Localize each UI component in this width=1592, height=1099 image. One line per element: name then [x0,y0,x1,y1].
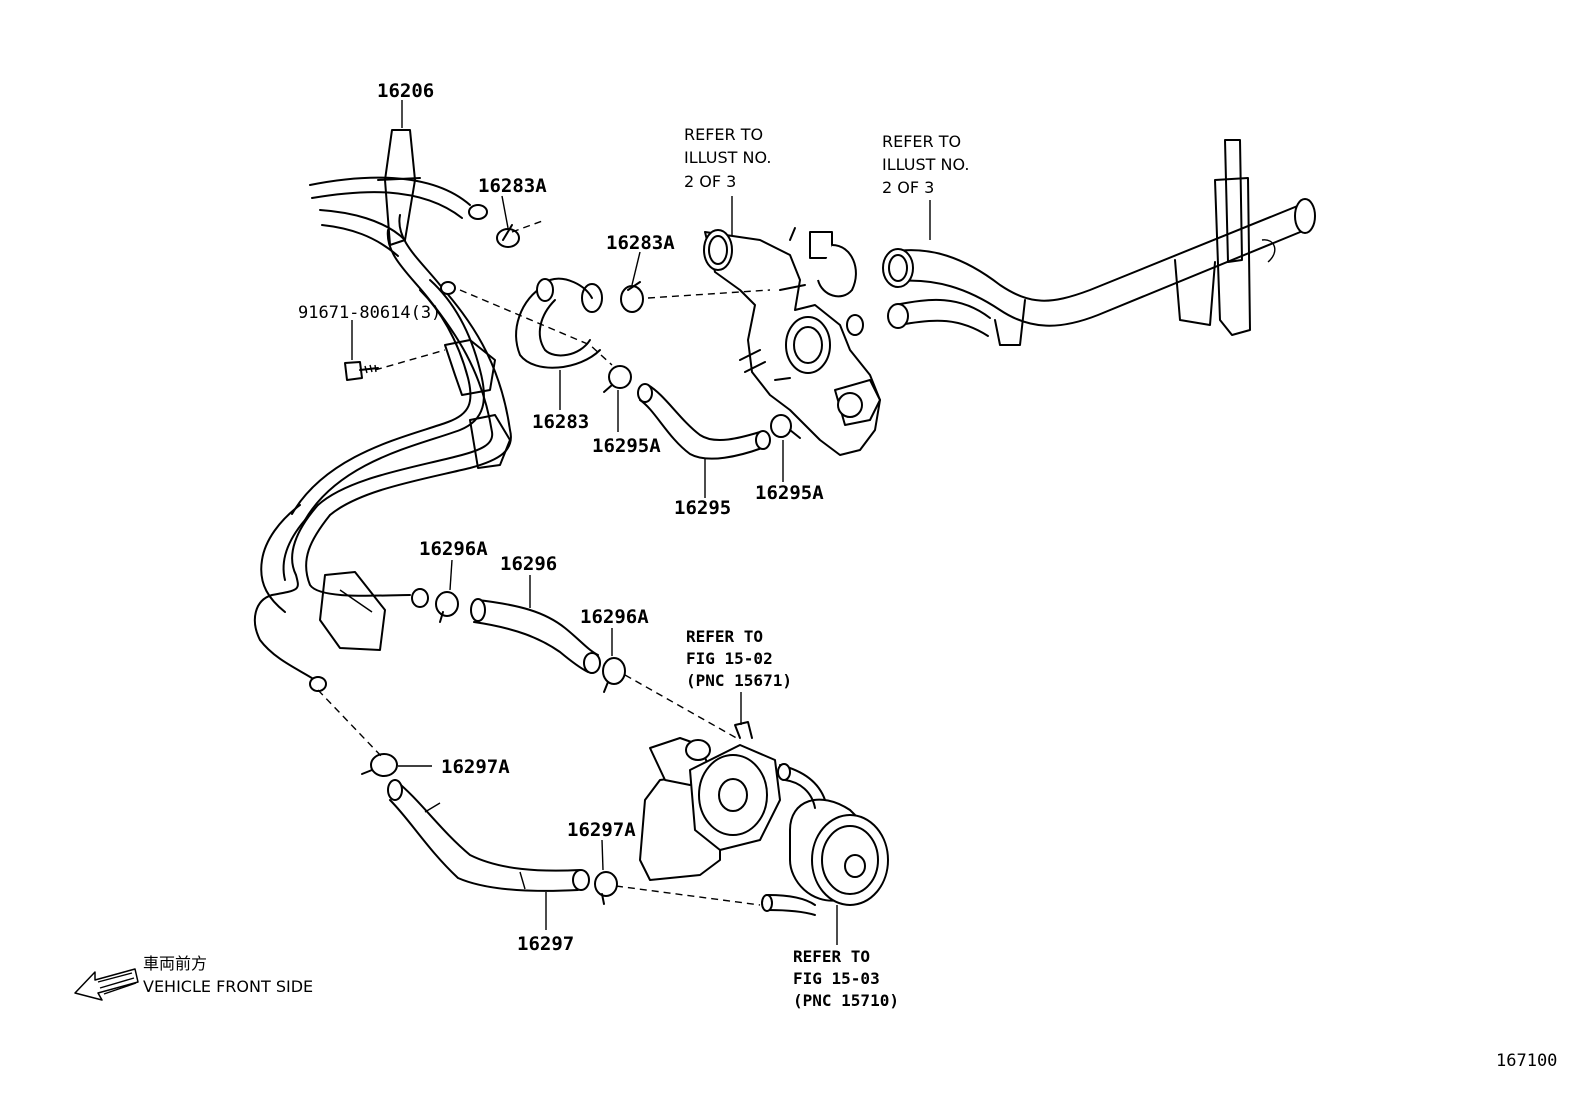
ref-fig-15-03: REFER TO FIG 15-03 (PNC 15710) [793,947,899,1010]
label-16296A-right: 16296A [580,606,649,628]
label-91671-80614: 91671-80614(3) [298,303,441,323]
water-pipe-assembly-16206 [253,129,512,692]
ref-illust-right: REFER TO ILLUST NO. 2 OF 3 [882,132,969,197]
arrow-left-icon [74,968,139,1001]
water-pipe-right [882,139,1316,346]
label-16296: 16296 [500,553,557,575]
ref-illust-right-line3: 2 OF 3 [882,178,934,197]
relation-lines [317,219,771,906]
ref-illust-right-line2: ILLUST NO. [882,155,969,174]
bolt-91671 [344,361,379,381]
hose-16295 [637,383,771,460]
illustration-number: 167100 [1496,1051,1557,1071]
label-16295: 16295 [674,497,731,519]
ref-fig-15-02-line1: REFER TO [686,627,763,646]
ref-fig-15-03-line3: (PNC 15710) [793,991,899,1010]
clamp-16295A-left [603,365,632,393]
water-outlet-housing [703,227,881,456]
label-16283: 16283 [532,411,589,433]
label-16283A-mid: 16283A [606,232,675,254]
direction-jp: 車両前方 [143,954,207,973]
label-16206: 16206 [377,80,434,102]
clamp-16283A-top [496,224,520,248]
label-16297A-bottom: 16297A [567,819,636,841]
oil-cooler-assembly [639,721,889,916]
hose-16283 [515,277,603,369]
ref-fig-15-03-line1: REFER TO [793,947,870,966]
vehicle-front-indicator: 車両前方 VEHICLE FRONT SIDE [74,954,313,1001]
clamp-16297A-bottom [594,871,618,905]
label-16283A-top: 16283A [478,175,547,197]
ref-illust-right-line1: REFER TO [882,132,961,151]
direction-en: VEHICLE FRONT SIDE [143,977,313,996]
part-labels: 16206 16283A 16283A 91671-80614(3) 16283… [298,80,824,955]
label-16296A-left: 16296A [419,538,488,560]
clamp-16295A-right [770,414,801,439]
ref-illust-left-line2: ILLUST NO. [684,148,771,167]
ref-fig-15-02-line2: FIG 15-02 [686,649,773,668]
ref-fig-15-03-line2: FIG 15-03 [793,969,880,988]
ref-fig-15-02-line3: (PNC 15671) [686,671,792,690]
label-16297: 16297 [517,933,574,955]
ref-illust-left-line1: REFER TO [684,125,763,144]
label-16295A-left: 16295A [592,435,661,457]
ref-illust-left-line3: 2 OF 3 [684,172,736,191]
clamp-16296A-left [435,591,459,623]
clamp-16283A-mid [620,281,644,313]
clamp-16297A-top [361,753,398,777]
label-16297A-top: 16297A [441,756,510,778]
clamp-16296A-right [602,657,626,693]
ref-fig-15-02: REFER TO FIG 15-02 (PNC 15671) [686,627,792,690]
clamps [361,224,801,905]
hose-16297 [387,779,590,892]
ref-illust-left: REFER TO ILLUST NO. 2 OF 3 [684,125,771,191]
leader-lines [351,100,931,945]
label-16295A-right: 16295A [755,482,824,504]
hose-16296 [470,598,601,674]
